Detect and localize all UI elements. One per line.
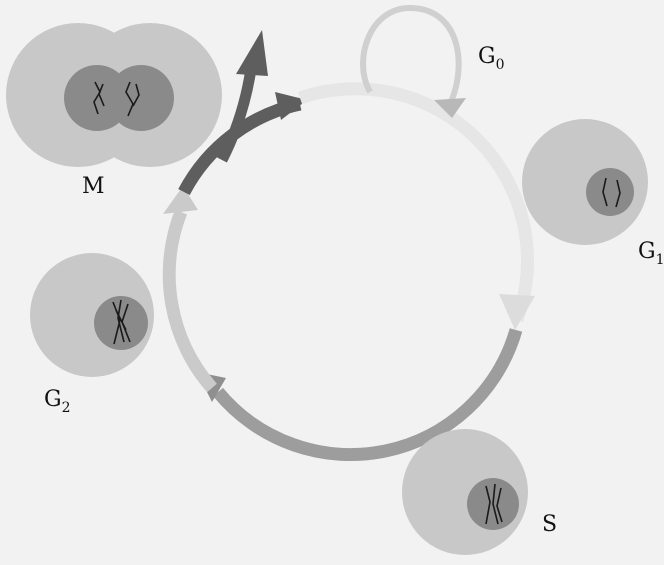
label-g1: G1 xyxy=(638,239,664,268)
label-s: S xyxy=(542,512,557,537)
g1-phase-cell xyxy=(522,119,648,245)
m-exit-arrowhead xyxy=(236,30,268,76)
m-exit-branch xyxy=(222,62,252,160)
g2-phase-cell xyxy=(30,253,154,377)
m-nucleus-right xyxy=(108,65,174,131)
g1-nucleus xyxy=(586,168,634,216)
label-g2: G2 xyxy=(44,387,71,416)
s-phase-cell xyxy=(402,429,528,555)
m-phase-cell xyxy=(6,23,222,167)
g2-phase-arc xyxy=(169,212,212,388)
g1-phase-arc xyxy=(300,89,528,320)
label-m: M xyxy=(82,174,105,199)
g2-phase-arrowhead xyxy=(163,186,198,214)
label-g0: G0 xyxy=(478,44,505,73)
g1-phase-arrowhead xyxy=(499,294,535,330)
